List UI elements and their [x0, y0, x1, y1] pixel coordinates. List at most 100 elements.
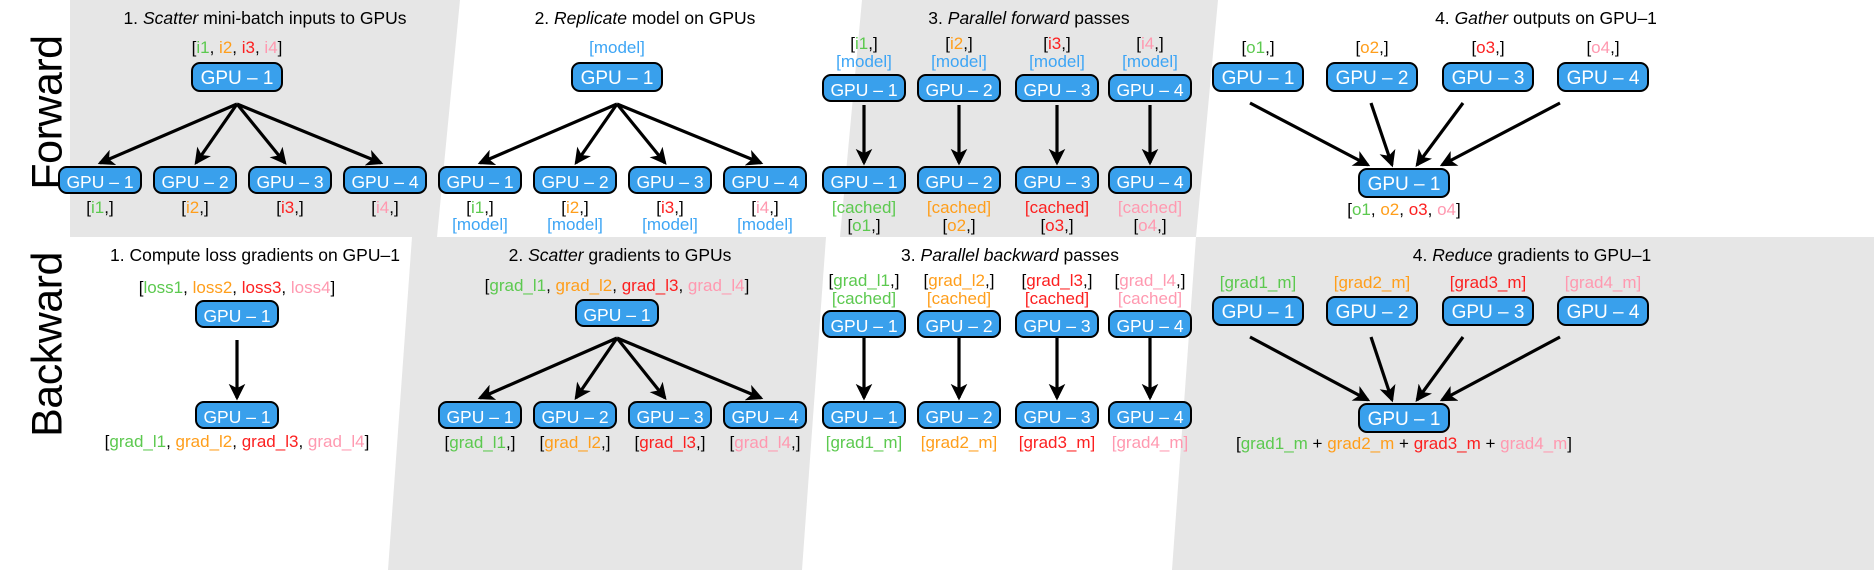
backward-p3-col2-in2: [cached]	[926, 289, 992, 308]
forward-p3-col1-out1: [cached]	[831, 198, 897, 217]
title-number: 1.	[123, 8, 139, 28]
backward-p1-loss-list: [loss1, loss2, loss3, loss4]	[138, 278, 336, 297]
forward-p3-col3-in2: [model]	[1029, 52, 1085, 71]
forward-p4-source-label-4: [o4,]	[1586, 38, 1620, 57]
forward-p4-source-label-3: [o3,]	[1471, 38, 1505, 57]
forward-panel-1: 1. Scatter mini-batch inputs to GPUs	[70, 0, 460, 570]
title-number: 4.	[1412, 245, 1428, 265]
forward-panel-1-title: 1. Scatter mini-batch inputs to GPUs	[70, 8, 460, 29]
backward-p3-col1-in1: [grad_l1,]	[828, 271, 900, 290]
backward-p3-col1-gpu-bottom[interactable]: GPU – 1	[822, 401, 906, 429]
backward-p1-source-gpu[interactable]: GPU – 1	[195, 300, 279, 328]
forward-p3-col3-out2: [o3,]	[1040, 216, 1074, 235]
backward-p4-source-label-1: [grad1_m]	[1219, 273, 1297, 292]
forward-p3-col1-gpu-bottom[interactable]: GPU – 1	[822, 166, 906, 194]
forward-p3-col3-in1: [i3,]	[1043, 34, 1071, 53]
forward-p1-target-label-1: [i1,]	[86, 198, 114, 217]
backward-p4-target-gpu[interactable]: GPU – 1	[1358, 403, 1450, 433]
backward-p2-target-label-4: [grad_l4,]	[729, 433, 801, 452]
forward-p3-col4-gpu-top[interactable]: GPU – 4	[1108, 74, 1192, 102]
forward-p1-target-gpu-3[interactable]: GPU – 3	[248, 166, 332, 194]
title-rest: gradients to GPU–1	[1497, 245, 1652, 265]
title-emphasis: Scatter	[528, 245, 584, 265]
forward-p3-col4-out1: [cached]	[1117, 198, 1183, 217]
backward-p4-source-label-2: [grad2_m]	[1333, 273, 1411, 292]
forward-p1-source-gpu[interactable]: GPU – 1	[191, 62, 283, 92]
backward-panel-2-title: 2. Scatter gradients to GPUs	[420, 245, 820, 266]
forward-p2-target-gpu-2[interactable]: GPU – 2	[533, 166, 617, 194]
forward-p1-target-label-3: [i3,]	[276, 198, 304, 217]
backward-p3-col3-gpu-bottom[interactable]: GPU – 3	[1015, 401, 1099, 429]
backward-p4-source-gpu-1[interactable]: GPU – 1	[1212, 296, 1304, 326]
backward-p4-source-gpu-4[interactable]: GPU – 4	[1557, 296, 1649, 326]
forward-p4-output-list: [o1, o2, o3, o4]	[1347, 200, 1461, 219]
title-number: 3.	[901, 245, 916, 265]
backward-p3-col4-gpu-top[interactable]: GPU – 4	[1108, 310, 1192, 338]
forward-p4-source-gpu-3[interactable]: GPU – 3	[1442, 62, 1534, 92]
backward-panel-2: 2. Scatter gradients to GPUs	[420, 0, 820, 570]
forward-p4-source-gpu-4[interactable]: GPU – 4	[1557, 62, 1649, 92]
backward-panel-4: 4. Reduce gradients to GPU–1	[1190, 0, 1874, 570]
title-emphasis: Parallel forward	[947, 8, 1070, 28]
forward-p3-col4-gpu-bottom[interactable]: GPU – 4	[1108, 166, 1192, 194]
forward-p1-target-gpu-4[interactable]: GPU – 4	[343, 166, 427, 194]
backward-p3-col2-gpu-top[interactable]: GPU – 2	[917, 310, 1001, 338]
forward-p2-source-gpu[interactable]: GPU – 1	[571, 62, 663, 92]
title-rest: passes	[1074, 8, 1130, 28]
title-rest: passes	[1063, 245, 1119, 265]
forward-p2-target-gpu-4[interactable]: GPU – 4	[723, 166, 807, 194]
backward-p3-col3-in2: [cached]	[1024, 289, 1090, 308]
forward-p2-model-label: [model]	[589, 38, 645, 57]
forward-p3-col1-gpu-top[interactable]: GPU – 1	[822, 74, 906, 102]
forward-p2-target-gpu-3[interactable]: GPU – 3	[628, 166, 712, 194]
backward-p2-grad-list: [grad_l1, grad_l2, grad_l3, grad_l4]	[484, 276, 750, 295]
forward-p2-target-label-3b: [model]	[642, 215, 698, 234]
backward-p4-source-gpu-2[interactable]: GPU – 2	[1326, 296, 1418, 326]
backward-p2-target-gpu-4[interactable]: GPU – 4	[723, 401, 807, 429]
forward-p4-source-gpu-2[interactable]: GPU – 2	[1326, 62, 1418, 92]
forward-p2-target-label-4a: [i4,]	[751, 198, 779, 217]
backward-p2-target-gpu-1[interactable]: GPU – 1	[438, 401, 522, 429]
backward-p3-col2-in1: [grad_l2,]	[923, 271, 995, 290]
forward-p3-col2-gpu-top[interactable]: GPU – 2	[917, 74, 1001, 102]
forward-panel-4: 4. Gather outputs on GPU–1	[1218, 0, 1874, 570]
backward-p3-col1-out: [grad1_m]	[825, 433, 903, 452]
title-emphasis: Replicate	[554, 8, 628, 28]
title-rest: model on GPUs	[631, 8, 756, 28]
forward-p3-col3-gpu-top[interactable]: GPU – 3	[1015, 74, 1099, 102]
forward-p3-col3-gpu-bottom[interactable]: GPU – 3	[1015, 166, 1099, 194]
forward-p2-target-label-4b: [model]	[737, 215, 793, 234]
backward-p2-target-gpu-2[interactable]: GPU – 2	[533, 401, 617, 429]
forward-p3-col4-in2: [model]	[1122, 52, 1178, 71]
forward-p4-target-gpu[interactable]: GPU – 1	[1358, 168, 1450, 198]
backward-p4-source-gpu-3[interactable]: GPU – 3	[1442, 296, 1534, 326]
forward-p2-target-gpu-1[interactable]: GPU – 1	[438, 166, 522, 194]
forward-p3-col2-in2: [model]	[931, 52, 987, 71]
forward-p2-target-label-2b: [model]	[547, 215, 603, 234]
forward-p2-target-label-1a: [i1,]	[466, 198, 494, 217]
backward-p3-col4-gpu-bottom[interactable]: GPU – 4	[1108, 401, 1192, 429]
forward-p3-col2-gpu-bottom[interactable]: GPU – 2	[917, 166, 1001, 194]
backward-p3-col3-out: [grad3_m]	[1018, 433, 1096, 452]
forward-p3-col2-out2: [o2,]	[942, 216, 976, 235]
forward-p4-source-gpu-1[interactable]: GPU – 1	[1212, 62, 1304, 92]
backward-p2-target-gpu-3[interactable]: GPU – 3	[628, 401, 712, 429]
backward-p3-col2-gpu-bottom[interactable]: GPU – 2	[917, 401, 1001, 429]
backward-p3-col3-in1: [grad_l3,]	[1021, 271, 1093, 290]
backward-p2-source-gpu[interactable]: GPU – 1	[575, 299, 659, 327]
backward-panel-3-title: 3. Parallel backward passes	[820, 245, 1200, 266]
forward-p2-target-label-3a: [i3,]	[656, 198, 684, 217]
backward-p1-grad-list: [grad_l1, grad_l2, grad_l3, grad_l4]	[104, 432, 370, 451]
forward-p3-col4-in1: [i4,]	[1136, 34, 1164, 53]
backward-p3-col1-gpu-top[interactable]: GPU – 1	[822, 310, 906, 338]
forward-p1-target-gpu-1[interactable]: GPU – 1	[58, 166, 142, 194]
forward-p4-source-label-1: [o1,]	[1241, 38, 1275, 57]
backward-p1-target-gpu[interactable]: GPU – 1	[195, 401, 279, 429]
forward-p3-col1-in1: [i1,]	[850, 34, 878, 53]
forward-panel-2-title: 2. Replicate model on GPUs	[450, 8, 840, 29]
backward-p3-col3-gpu-top[interactable]: GPU – 3	[1015, 310, 1099, 338]
forward-p1-target-gpu-2[interactable]: GPU – 2	[153, 166, 237, 194]
backward-panel-1: 1. Compute loss gradients on GPU–1	[60, 0, 450, 570]
forward-panel-2: 2. Replicate model on GPUs	[450, 0, 840, 570]
